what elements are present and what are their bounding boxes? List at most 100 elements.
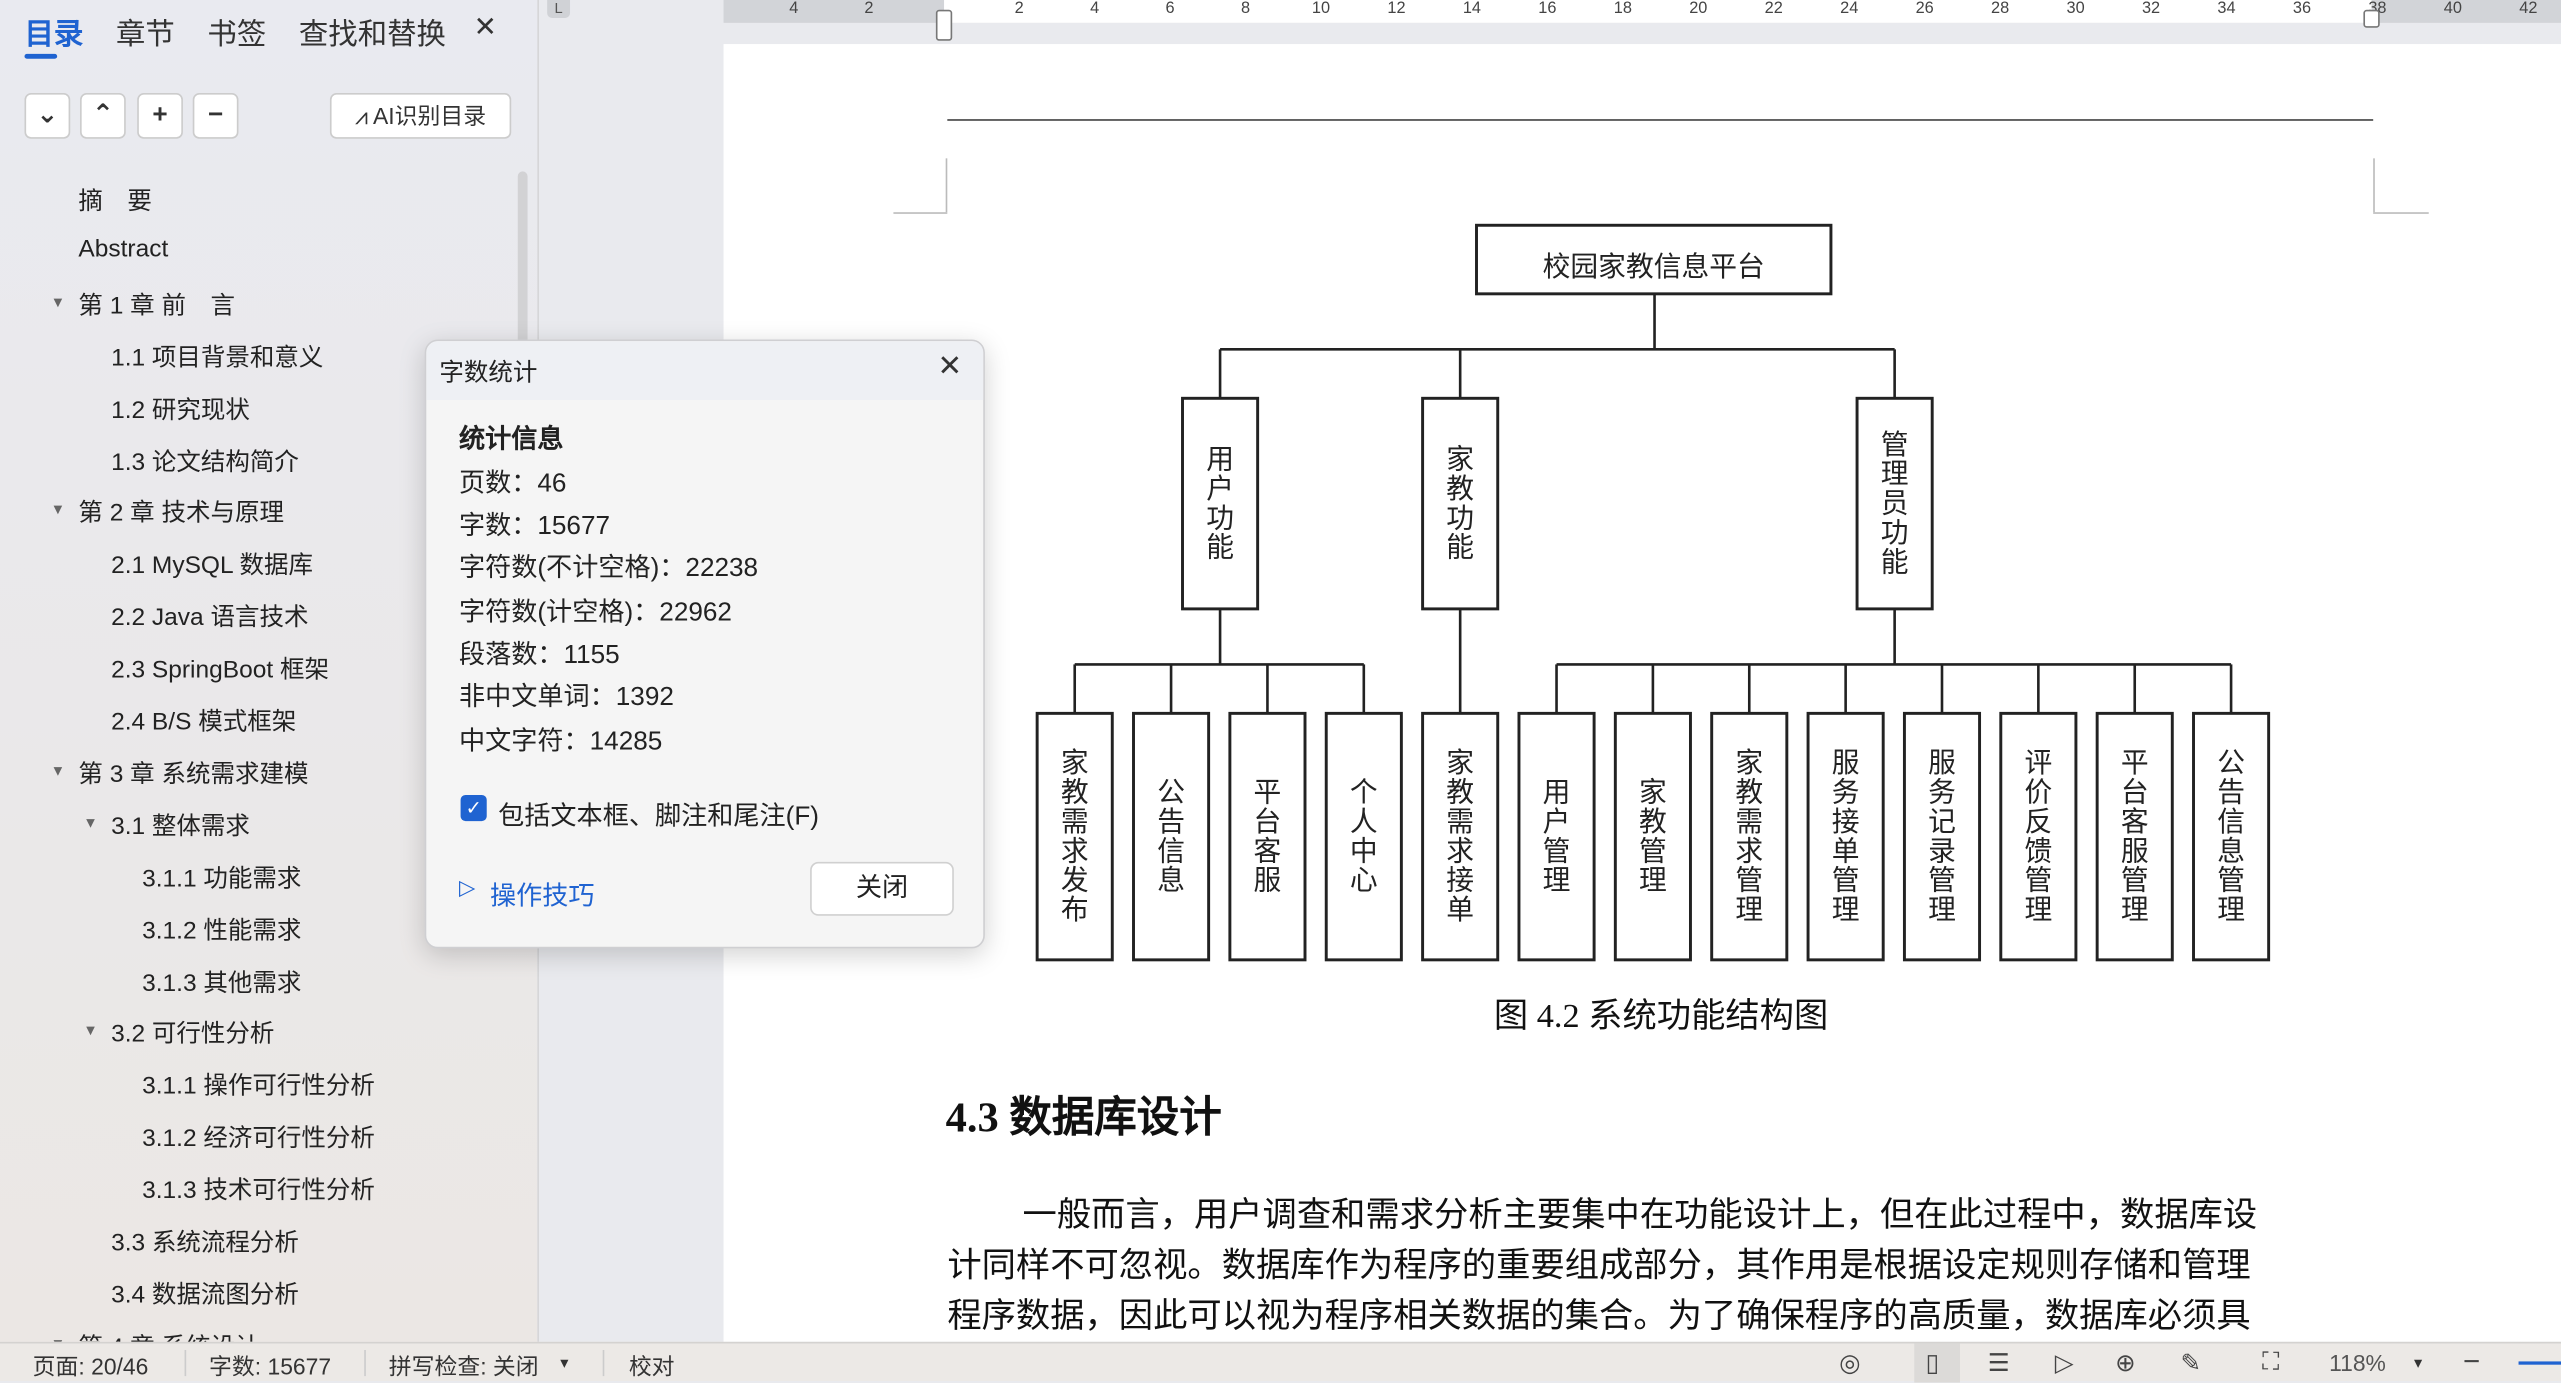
toc-item[interactable]: 3.1 整体需求 (111, 812, 250, 841)
tips-link[interactable]: 操作技巧 (489, 883, 595, 911)
chevron-down-icon[interactable]: ▾ (560, 1354, 569, 1373)
expand-toggle-icon[interactable]: ▼ (83, 814, 98, 831)
box-label: 公告信息 (1157, 776, 1185, 896)
web-view-icon[interactable]: ⊕ (2115, 1349, 2136, 1378)
toc-item[interactable]: 3.4 数据流图分析 (111, 1281, 299, 1310)
margin-mark (945, 158, 948, 213)
margin-mark (2373, 158, 2375, 213)
expand-all-button[interactable]: ⌄ (24, 93, 71, 139)
box-label: 服务接单管理 (1831, 746, 1860, 925)
right-indent-marker[interactable] (2363, 9, 2380, 28)
include-textboxes-label[interactable]: 包括文本框、脚注和尾注(F) (498, 803, 819, 831)
ruler-text-area (944, 0, 2372, 23)
leaf-node (1902, 711, 1982, 962)
ruler-tick-label: 40 (2443, 0, 2462, 18)
zoom-slider[interactable] (2518, 1361, 2561, 1365)
stat-chars-no-spaces: 字符数(不计空格)：22238 (458, 555, 759, 583)
toc-item[interactable]: 第 2 章 技术与原理 (78, 500, 284, 528)
margin-mark (893, 212, 948, 214)
stat-words: 字数：15677 (458, 512, 611, 541)
leaf-node (1517, 711, 1596, 962)
video-tips-icon[interactable]: ▷ (458, 874, 476, 900)
toc-item[interactable]: 摘 要 (78, 187, 152, 216)
ruler-tick-label: 12 (1387, 0, 1406, 18)
eye-protection-icon[interactable]: ◎ (1839, 1349, 1861, 1378)
toc-item[interactable]: 2.3 SpringBoot 框架 (111, 656, 329, 685)
ruler-tick-label: 2 (1014, 0, 1024, 18)
box-label: 家教管理 (1639, 776, 1667, 896)
ruler-tick-label: 18 (1613, 0, 1632, 18)
expand-toggle-icon[interactable]: ▼ (83, 1022, 98, 1039)
toc-item[interactable]: 2.1 MySQL 数据库 (111, 552, 314, 580)
box-label: 用户管理 (1542, 776, 1571, 896)
box-label: 家教需求发布 (1060, 746, 1089, 925)
zoom-level[interactable]: 118% (2329, 1349, 2386, 1377)
expand-toggle-icon[interactable]: ▼ (51, 1335, 66, 1342)
ruler-tick-label: 10 (1311, 0, 1331, 18)
tab-toc[interactable]: 目录 (24, 17, 84, 51)
ruler-tick-label: 22 (1764, 0, 1783, 18)
include-textboxes-checkbox[interactable]: ✓ (460, 794, 487, 822)
word-count-indicator[interactable]: 字数: 15677 (209, 1353, 332, 1380)
ai-icon: ⩘ (355, 102, 374, 129)
remove-heading-button[interactable]: − (192, 93, 239, 139)
toc-item[interactable]: 1.3 论文结构简介 (111, 448, 299, 476)
spell-check-toggle[interactable]: 拼写检查: 关闭 (388, 1353, 539, 1380)
ai-toc-label: AI识别目录 (373, 102, 487, 129)
add-heading-button[interactable]: + (137, 93, 183, 139)
toc-item[interactable]: 1.1 项目背景和意义 (111, 343, 324, 372)
toc-item[interactable]: 3.1.2 经济可行性分析 (142, 1125, 375, 1153)
tab-chapters[interactable]: 章节 (115, 17, 175, 51)
collapse-all-button[interactable]: ⌃ (80, 93, 126, 139)
ai-toc-button[interactable]: ⩘ AI识别目录 (329, 93, 512, 139)
tab-stop-selector[interactable]: L (547, 0, 571, 18)
toc-item[interactable]: 2.4 B/S 模式框架 (111, 708, 297, 737)
ruler-tick-label: 8 (1241, 0, 1251, 18)
toc-item[interactable]: 第 4 章 系统设计 (78, 1328, 259, 1341)
fit-page-icon[interactable]: ⛶ (2262, 1348, 2280, 1377)
outline-view-icon[interactable]: ☰ (1987, 1349, 2010, 1378)
ruler-tick-label: 26 (1915, 0, 1934, 18)
page-view-button[interactable]: ▯ (1914, 1343, 1960, 1383)
divider (364, 1349, 366, 1377)
close-button[interactable]: 关闭 (810, 861, 954, 916)
expand-toggle-icon[interactable]: ▼ (50, 501, 66, 519)
stat-chinese-chars: 中文字符：14285 (458, 728, 663, 756)
zoom-out-button[interactable]: − (2463, 1345, 2481, 1378)
close-pane-icon[interactable]: ✕ (473, 11, 497, 43)
function-structure-diagram (1035, 223, 2271, 962)
pen-icon[interactable]: ✎ (2180, 1349, 2201, 1378)
tab-bookmarks[interactable]: 书签 (207, 17, 267, 51)
toc-item[interactable]: 3.1.2 性能需求 (142, 916, 302, 945)
play-icon[interactable]: ▷ (2054, 1349, 2074, 1378)
ruler-tick-label: 2 (864, 0, 874, 18)
chevron-down-icon[interactable]: ▾ (2414, 1354, 2423, 1373)
ruler-tick-label: 14 (1462, 0, 1481, 18)
toc-item[interactable]: Abstract (78, 234, 169, 263)
toc-item[interactable]: 2.2 Java 语言技术 (111, 604, 309, 633)
toc-item[interactable]: 3.2 可行性分析 (111, 1020, 275, 1049)
paragraph-line: 一般而言，用户调查和需求分析主要集中在功能设计上，但在此过程中，数据库设 (1022, 1194, 2258, 1235)
page-indicator[interactable]: 页面: 20/46 (32, 1353, 149, 1380)
tab-find-replace[interactable]: 查找和替换 (298, 17, 446, 51)
stat-chars-with-spaces: 字符数(计空格)：22962 (458, 599, 732, 627)
root-node (1475, 223, 1833, 296)
toc-item[interactable]: 1.2 研究现状 (111, 396, 250, 424)
box-label: 校园家教信息平台 (1542, 251, 1765, 283)
expand-toggle-icon[interactable]: ▼ (50, 293, 66, 310)
left-indent-marker[interactable] (935, 9, 953, 41)
sidebar-scrollbar[interactable] (517, 171, 528, 351)
expand-toggle-icon[interactable]: ▼ (50, 762, 66, 779)
toc-item[interactable]: 3.1.1 操作可行性分析 (142, 1072, 375, 1101)
toc-item[interactable]: 3.1.3 其他需求 (142, 968, 302, 997)
toc-item[interactable]: 3.1.3 技术可行性分析 (142, 1177, 375, 1205)
toc-item[interactable]: 3.3 系统流程分析 (111, 1229, 299, 1257)
proofread-button[interactable]: 校对 (628, 1353, 675, 1380)
active-tab-indicator (24, 53, 58, 59)
toc-item[interactable]: 第 3 章 系统需求建模 (78, 760, 309, 789)
toc-item[interactable]: 3.1.1 功能需求 (142, 864, 302, 893)
box-label: 平台客服 (1253, 776, 1282, 896)
toc-item[interactable]: 第 1 章 前 言 (78, 291, 235, 320)
ruler-tick-label: 36 (2292, 0, 2312, 18)
close-icon[interactable]: ✕ (937, 349, 963, 382)
